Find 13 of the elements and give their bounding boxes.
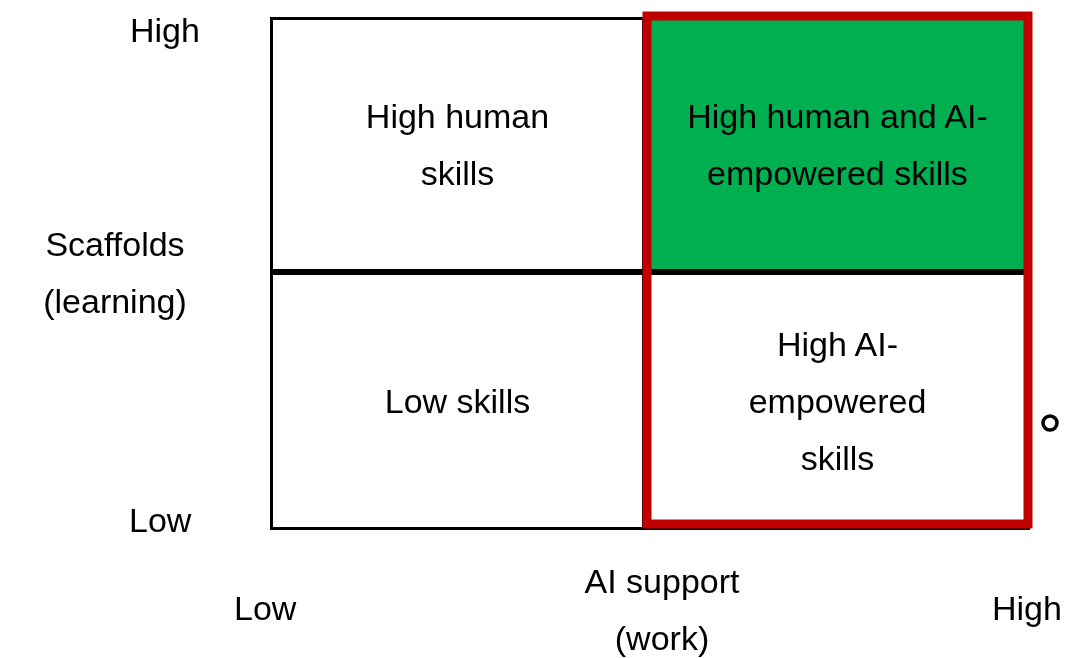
axis-label: AI support (work) — [583, 561, 741, 658]
axis-label: High — [130, 10, 200, 51]
quadrant-label: Low skills — [383, 380, 532, 422]
axis-label: Low — [129, 500, 192, 541]
quadrant-label: High human skills — [364, 95, 551, 194]
quadrant-cell — [270, 272, 645, 530]
quadrant-cell — [645, 272, 1030, 530]
axis-label: Scaffolds (learning) — [42, 224, 188, 322]
axis-label: Low — [234, 588, 297, 629]
quadrant-cell — [270, 17, 645, 272]
quadrant-label: High AI-empowered skills — [747, 323, 928, 479]
axis-label: High — [992, 588, 1062, 629]
quadrant-label: High human and AI-empowered skills — [686, 95, 989, 194]
